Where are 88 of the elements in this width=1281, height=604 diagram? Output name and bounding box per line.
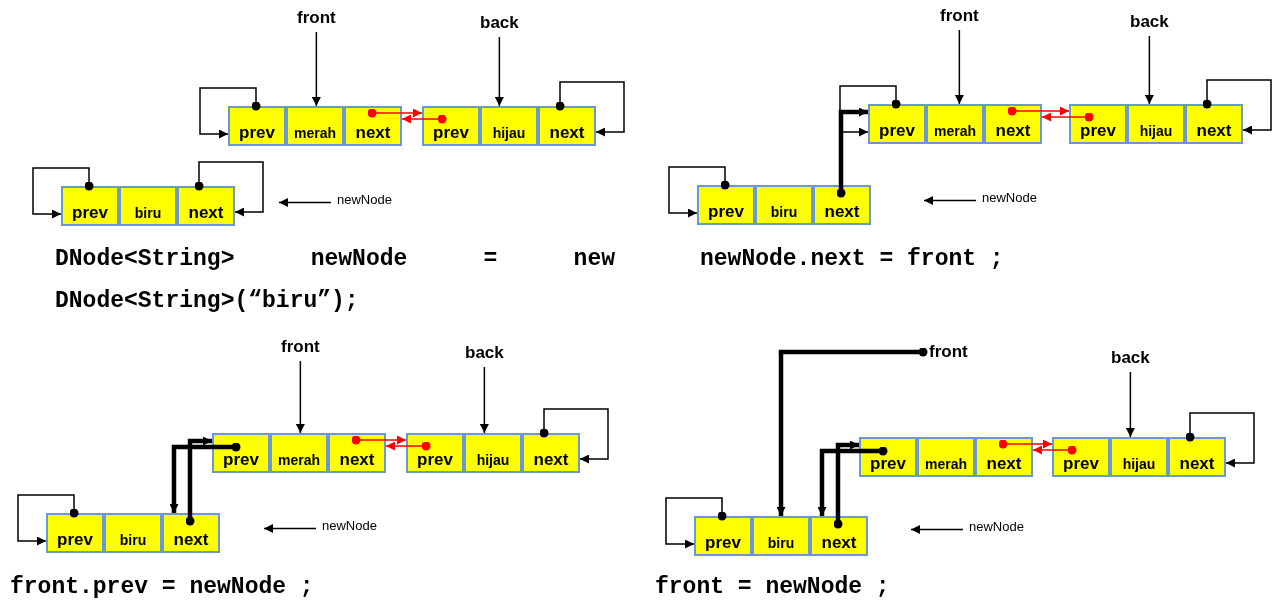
list-cell: prev	[1052, 437, 1110, 477]
arrow	[1032, 445, 1077, 455]
list-cell: merah	[917, 437, 975, 477]
code-text: DNode<String> newNode = new DNode<String>(“biru”);	[55, 245, 615, 316]
pointer-label: back	[465, 343, 504, 363]
arrow	[385, 441, 431, 451]
list-cell: next	[162, 513, 220, 553]
arrow	[1144, 35, 1154, 105]
list-cell: hijau	[480, 106, 538, 146]
list-cell: hijau	[1110, 437, 1168, 477]
arrow	[998, 439, 1053, 449]
arrow	[776, 347, 928, 516]
list-cell: prev	[61, 186, 119, 226]
list-cell: biru	[119, 186, 177, 226]
list-cell: next	[1185, 104, 1243, 144]
arrow	[839, 85, 901, 137]
arrow	[194, 161, 264, 217]
list-cell: merah	[286, 106, 344, 146]
list-cell: prev	[694, 516, 752, 556]
list-cell: biru	[752, 516, 810, 556]
list-cell: next	[522, 433, 580, 473]
arrow	[199, 87, 261, 139]
arrow	[494, 36, 504, 107]
arrow	[1041, 112, 1094, 122]
pointer-label: front	[297, 8, 336, 28]
pointer-label: front	[940, 6, 979, 26]
arrow	[401, 114, 447, 124]
arrow	[833, 440, 859, 529]
list-cell: prev	[859, 437, 917, 477]
arrow	[555, 81, 625, 137]
list-cell: prev	[868, 104, 926, 144]
list-cell: prev	[228, 106, 286, 146]
arrow	[17, 494, 79, 546]
list-cell: next	[177, 186, 235, 226]
arrow	[169, 442, 241, 513]
list-cell: prev	[406, 433, 464, 473]
list-cell: next	[328, 433, 386, 473]
list-cell: next	[1168, 437, 1226, 477]
code-text: front = newNode ;	[655, 573, 890, 602]
arrow	[539, 408, 609, 464]
pointer-label: back	[480, 13, 519, 33]
arrow	[836, 107, 868, 198]
arrow	[295, 360, 305, 434]
pointer-label: newNode	[337, 192, 392, 207]
pointer-label: newNode	[982, 190, 1037, 205]
pointer-label: back	[1130, 12, 1169, 32]
list-cell: next	[975, 437, 1033, 477]
list-cell: prev	[1069, 104, 1127, 144]
pointer-label: newNode	[322, 518, 377, 533]
arrow	[817, 446, 888, 516]
arrow	[311, 31, 321, 107]
list-cell: next	[984, 104, 1042, 144]
arrow	[263, 524, 317, 533]
list-cell: merah	[270, 433, 328, 473]
arrow	[1125, 371, 1135, 438]
list-cell: merah	[926, 104, 984, 144]
pointer-label: back	[1111, 348, 1150, 368]
arrow	[479, 366, 489, 434]
arrow	[32, 167, 94, 219]
list-cell: prev	[697, 185, 755, 225]
list-cell: prev	[212, 433, 270, 473]
arrow	[665, 497, 727, 549]
pointer-label: front	[281, 337, 320, 357]
arrow	[367, 108, 423, 118]
arrow	[923, 196, 977, 205]
list-cell: hijau	[464, 433, 522, 473]
arrow	[1202, 79, 1272, 135]
arrow	[1185, 412, 1255, 468]
code-text: front.prev = newNode ;	[10, 573, 314, 602]
list-cell: next	[538, 106, 596, 146]
arrow	[668, 166, 730, 218]
arrow	[185, 436, 212, 526]
list-cell: hijau	[1127, 104, 1185, 144]
list-cell: biru	[104, 513, 162, 553]
list-cell: prev	[46, 513, 104, 553]
list-cell: next	[344, 106, 402, 146]
arrow	[278, 198, 332, 207]
list-cell: biru	[755, 185, 813, 225]
pointer-label: newNode	[969, 519, 1024, 534]
arrow	[954, 29, 964, 105]
arrow	[910, 525, 964, 534]
list-cell: next	[813, 185, 871, 225]
code-text: newNode.next = front ;	[700, 245, 1004, 274]
pointer-label: front	[929, 342, 968, 362]
list-cell: next	[810, 516, 868, 556]
arrow	[1007, 106, 1070, 116]
list-cell: prev	[422, 106, 480, 146]
arrow	[351, 435, 407, 445]
